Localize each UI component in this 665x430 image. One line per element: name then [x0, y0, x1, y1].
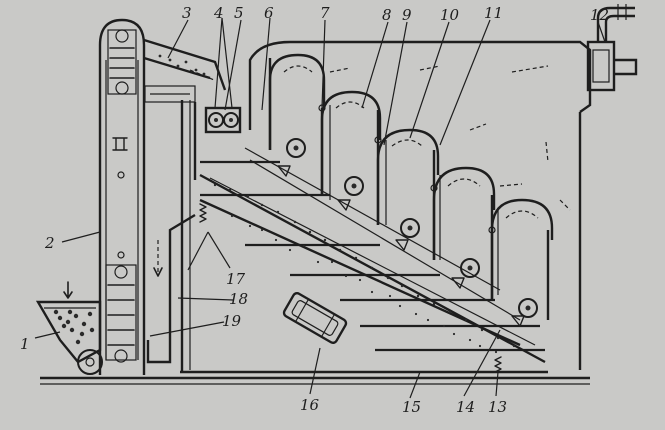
discharge-rolls [286, 104, 538, 318]
exhaust-fan [586, 4, 638, 92]
aspiration-hoods [268, 53, 571, 300]
separator-housing [180, 40, 592, 374]
callout-15: 15 [402, 398, 421, 416]
vibrator-motor [282, 292, 348, 344]
callout-8: 8 [382, 6, 392, 24]
bucket-elevator [77, 18, 146, 375]
callout-10: 10 [440, 6, 460, 24]
callout-11: 11 [484, 4, 503, 22]
callout-3: 3 [182, 4, 192, 22]
callout-18: 18 [229, 290, 248, 308]
grain-stream [213, 183, 516, 354]
callout-19: 19 [222, 312, 242, 330]
callout-labels: 1 2 3 4 5 6 7 8 9 10 11 12 13 14 15 16 1… [20, 4, 609, 416]
upper-buckets [109, 47, 135, 79]
springs [187, 203, 502, 373]
top-chute [143, 38, 227, 103]
return-duct [146, 213, 196, 364]
callout-13: 13 [488, 398, 507, 416]
feed-hopper [35, 281, 102, 364]
callout-5: 5 [234, 4, 244, 22]
callout-4: 4 [213, 4, 224, 22]
callout-7: 7 [320, 4, 330, 22]
sieve-decks [199, 147, 546, 364]
callout-14: 14 [456, 398, 475, 416]
callout-1: 1 [20, 335, 30, 353]
callout-17: 17 [226, 270, 246, 288]
callout-9: 9 [402, 6, 412, 24]
callout-2: 2 [44, 234, 55, 252]
base-frame [40, 376, 590, 385]
feeder-rolls [204, 106, 242, 134]
leader-lines [34, 17, 606, 399]
callout-6: 6 [264, 4, 274, 22]
callout-12: 12 [590, 6, 609, 24]
callout-16: 16 [300, 396, 320, 414]
